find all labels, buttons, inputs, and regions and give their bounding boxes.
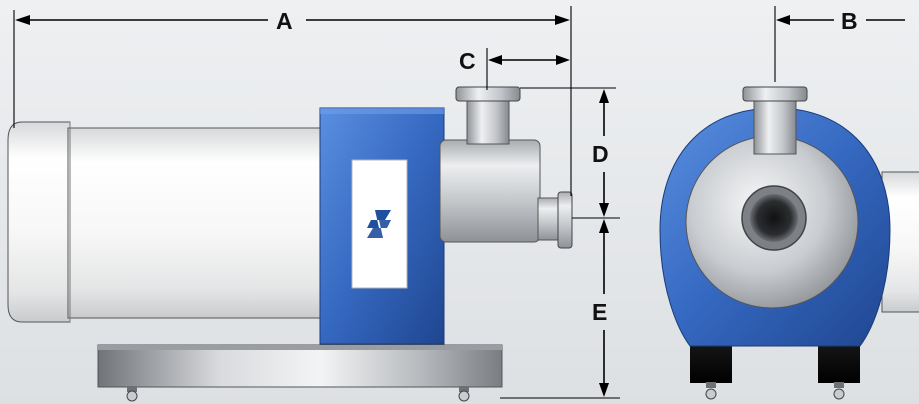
dimension-label-e: E [592, 299, 607, 325]
leveling-foot [458, 386, 470, 402]
front-outlet-flange [742, 86, 808, 102]
outlet-tube [466, 99, 510, 145]
dimension-label-b: B [841, 8, 858, 34]
inlet-tube [537, 197, 561, 241]
pump-head [439, 86, 573, 249]
dimension-lines [13, 6, 905, 399]
outlet-flange [455, 86, 521, 102]
s-logo-icon [367, 210, 391, 238]
front-view [659, 86, 919, 400]
dimension-label-c: C [459, 48, 476, 74]
front-outlet-tube [753, 99, 797, 155]
dimension-label-a: A [276, 8, 293, 34]
side-view [7, 86, 573, 402]
inlet-flange [557, 191, 573, 249]
inlet-opening [750, 194, 798, 242]
leveling-foot [126, 386, 138, 402]
bearing-housing [319, 107, 445, 345]
dimension-label-d: D [592, 141, 609, 167]
logo-plate [351, 159, 408, 289]
motor [7, 121, 325, 323]
base-plate [97, 344, 503, 402]
